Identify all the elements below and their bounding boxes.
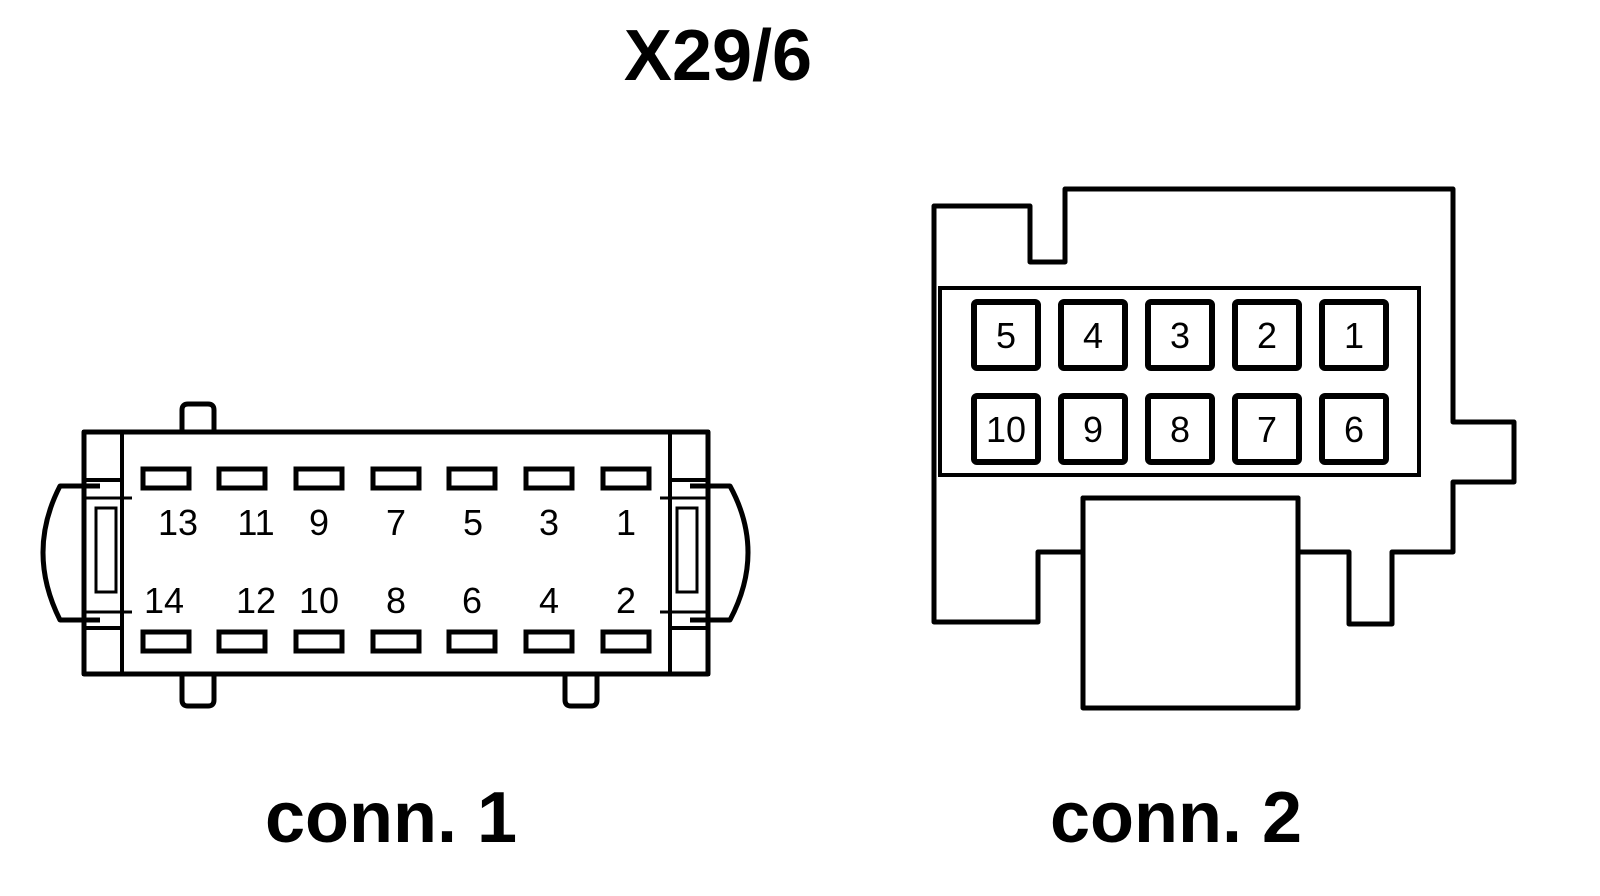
c1-pin-number: 12 [236,580,276,621]
c1-slot-top [446,466,498,491]
c1-slot-bottom [370,629,422,654]
c2-pin-number: 8 [1170,409,1190,450]
c2-cavity [1232,299,1302,371]
c1-bottom-tab-right [562,674,600,709]
c1-pin-number: 14 [144,580,184,621]
c2-cavity [1145,299,1215,371]
c1-body [81,429,711,677]
c1-pin-number: 9 [309,502,329,543]
c2-pin-number: 4 [1083,315,1103,356]
c1-slot-bottom [523,629,575,654]
c1-pin-number: 11 [237,502,274,543]
connector-1-label: conn. 1 [265,778,517,858]
c1-slot-top [600,466,652,491]
c1-slot-top [370,466,422,491]
c1-slot-bottom [446,629,498,654]
c1-corner-block [82,430,124,482]
c1-pin-number: 10 [299,580,339,621]
c1-corner-block [668,626,710,676]
c2-pin-number: 1 [1344,315,1364,356]
c2-pin-number: 3 [1170,315,1190,356]
c2-cavity [1058,299,1128,371]
c2-cavity [1319,299,1389,371]
diagram-title: X29/6 [624,16,812,96]
c1-top-tab [179,401,217,432]
connector-1: 13 11 9 7 5 3 1 14 12 10 8 6 4 2 [40,401,751,709]
connector-2-label: conn. 2 [1050,778,1302,858]
c1-pin-number: 8 [386,580,406,621]
c1-left-latch [40,483,100,623]
c1-pin-number: 5 [463,502,483,543]
c1-slot-bottom [216,629,268,654]
c1-right-latch [690,483,751,623]
c1-pin-number: 6 [462,580,482,621]
c1-pin-number: 13 [158,502,198,543]
c2-cavity-frame [938,286,1421,477]
c2-latch-box [1080,495,1301,711]
c1-slot-bottom [293,629,345,654]
c2-housing [931,186,1517,627]
c1-slot-top [293,466,345,491]
c2-cavity [1058,393,1128,465]
c2-pin-number: 2 [1257,315,1277,356]
c1-corner-block [82,626,124,676]
c1-pin-number: 2 [616,580,636,621]
c2-cavity [1319,393,1389,465]
c2-cavity [971,299,1041,371]
c2-cavity [1232,393,1302,465]
c1-slot-bottom [600,629,652,654]
c2-cavity [1145,393,1215,465]
c2-pin-number: 6 [1344,409,1364,450]
c2-pin-number: 5 [996,315,1016,356]
c1-slot-bottom [140,629,192,654]
c1-slot-top [523,466,575,491]
c2-cavity [971,393,1041,465]
c1-slot-top [216,466,268,491]
c1-pin-number: 1 [616,502,636,543]
c1-pin-number: 3 [539,502,559,543]
c1-corner-block [668,430,710,482]
c1-pin-number: 4 [539,580,559,621]
c2-pin-number: 9 [1083,409,1103,450]
connector-2: 5 4 3 2 1 10 9 8 7 6 [931,186,1517,711]
c1-pin-number: 7 [386,502,406,543]
c2-pin-number: 10 [986,409,1026,450]
c2-pin-number: 7 [1257,409,1277,450]
c1-bottom-tab-left [179,674,217,709]
c1-slot-top [140,466,192,491]
